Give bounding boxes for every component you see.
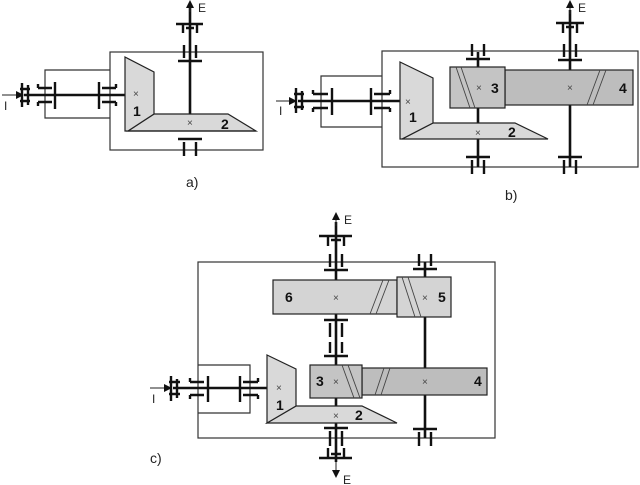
output-label-bottom: E: [343, 473, 351, 485]
bearing-icon: [311, 88, 334, 115]
helix-hatch: [586, 69, 607, 106]
bevel-gear-1: [124, 56, 155, 132]
output-coupling-icon: [176, 22, 203, 33]
gear-number-2: 2: [508, 124, 516, 140]
gear-number-1: 1: [276, 397, 284, 413]
bearing-icon: [188, 376, 210, 402]
bevel-gear-1: [399, 61, 434, 140]
panel-a: I E × 1 × 2 a): [2, 0, 264, 190]
helical-gear-5: [396, 276, 452, 318]
gear-center-mark: ×: [567, 83, 573, 94]
panel-label-c: c): [150, 450, 162, 466]
gear-center-mark: ×: [333, 411, 339, 422]
bearing-icon: [369, 88, 392, 115]
helix-hatch: [369, 279, 390, 315]
bearing-icon: [413, 427, 437, 446]
panel-label-a: a): [186, 174, 198, 190]
output-label: E: [578, 1, 586, 15]
helix-hatch: [401, 276, 422, 318]
gear-center-mark: ×: [475, 128, 481, 139]
helical-gear-3: [449, 66, 506, 109]
output-label-top: E: [344, 213, 352, 227]
helix-hatch: [455, 66, 476, 109]
gear-number-1: 1: [133, 103, 141, 119]
bearing-icon: [36, 82, 57, 109]
bearing-icon: [324, 426, 348, 446]
bearing-icon: [238, 376, 260, 402]
bearing-icon: [466, 44, 490, 61]
gear-center-mark: ×: [422, 377, 428, 388]
helix-hatch: [374, 367, 391, 396]
gear-center-mark: ×: [333, 293, 339, 304]
output-coupling-bottom-icon: [319, 448, 352, 460]
gear-number-1: 1: [409, 109, 417, 125]
gear-center-mark: ×: [133, 89, 139, 100]
bearing-icon: [97, 82, 118, 109]
helix-hatch: [341, 364, 361, 399]
gear-center-mark: ×: [276, 383, 282, 394]
gear-center-mark: ×: [333, 377, 339, 388]
gear-number-4: 4: [619, 80, 627, 96]
input-label: I: [152, 392, 155, 406]
gear-number-2: 2: [355, 407, 363, 423]
gear-center-mark: ×: [476, 83, 482, 94]
panel-label-b: b): [505, 187, 517, 203]
bearing-icon: [466, 155, 490, 174]
gear-number-6: 6: [285, 289, 293, 305]
bearing-icon: [178, 45, 202, 63]
input-label: I: [4, 99, 7, 113]
input-label: I: [279, 104, 282, 118]
gear-center-mark: ×: [187, 118, 193, 129]
gear-center-mark: ×: [422, 293, 428, 304]
bearing-icon: [324, 342, 348, 358]
bevel-gear-1: [266, 354, 297, 425]
gear-center-mark: ×: [405, 97, 411, 108]
output-coupling-icon: [556, 21, 584, 33]
gear-number-3: 3: [491, 80, 499, 96]
gear-number-2: 2: [221, 116, 229, 132]
bearing-icon: [413, 254, 437, 271]
bearing-icon: [558, 44, 582, 62]
gear-number-4: 4: [474, 373, 482, 389]
panel-b: I E: [276, 0, 639, 203]
bearing-icon: [324, 318, 348, 337]
bearing-icon: [178, 137, 202, 156]
panel-c: I E E: [150, 212, 496, 485]
gear-number-3: 3: [316, 373, 324, 389]
helical-gear-4: [504, 69, 634, 106]
output-coupling-top-icon: [319, 234, 352, 246]
housing-frame: [197, 261, 496, 439]
output-label: E: [198, 1, 206, 15]
gear-number-5: 5: [438, 289, 446, 305]
bearing-icon: [324, 254, 348, 272]
bearing-icon: [558, 155, 582, 174]
helical-gear-3: [309, 364, 363, 399]
